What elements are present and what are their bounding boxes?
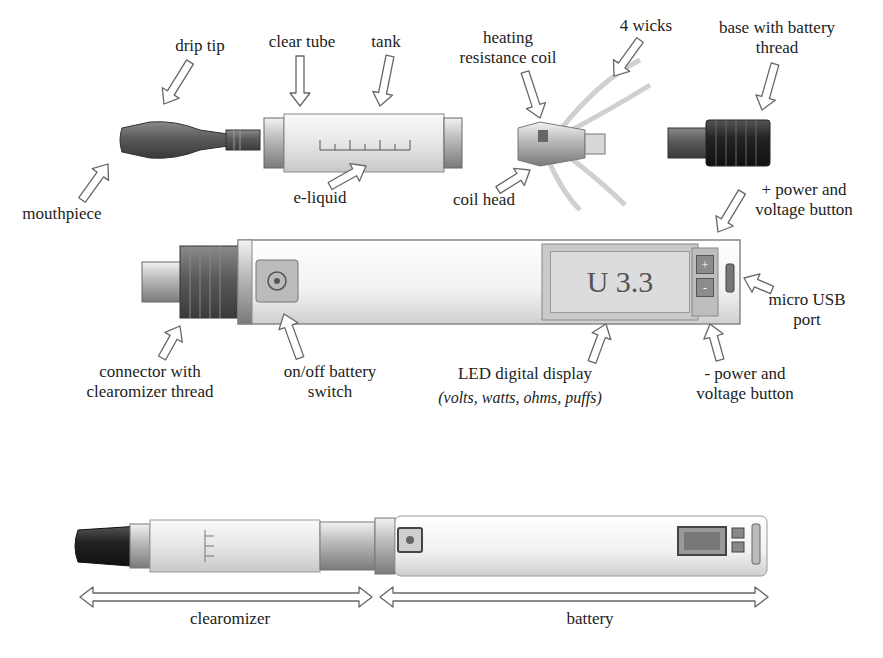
part-label: micro USB port (758, 290, 856, 330)
part-label: + power and voltage button (746, 180, 862, 220)
pointer-arrow (80, 587, 372, 607)
pointer-arrow (380, 587, 768, 607)
pointer-arrow (159, 326, 183, 360)
part-label: e-liquid (282, 188, 358, 208)
part-label: connector with clearomizer thread (62, 362, 238, 402)
part-label: LED digital display (430, 364, 620, 384)
part-label: battery (548, 609, 632, 629)
assembled-device (75, 516, 767, 576)
part-label: (volts, watts, ohms, puffs) (400, 388, 640, 408)
coil-head (518, 60, 650, 210)
part-label: tank (360, 32, 412, 52)
part-label: base with battery thread (716, 18, 838, 58)
pointer-arrow (79, 164, 109, 202)
battery-base (668, 120, 770, 166)
part-label: - power and voltage button (690, 364, 800, 404)
part-label: heating resistance coil (452, 28, 564, 68)
battery-body (142, 240, 740, 324)
pointer-arrow (290, 56, 310, 106)
pointer-arrow (588, 324, 611, 363)
pointer-arrow (162, 60, 193, 104)
part-label: 4 wicks (608, 16, 684, 36)
pointer-arrow (373, 55, 394, 106)
pointer-arrow (704, 324, 724, 361)
drip-tip (120, 122, 260, 159)
node-text: U 3.3 (587, 267, 654, 297)
node-text: - (703, 282, 707, 294)
led-display: U 3.3 (550, 251, 690, 313)
pointer-arrow (521, 71, 545, 118)
node-text: + (702, 259, 709, 271)
clear-tank (264, 114, 462, 172)
part-label: clearomizer (178, 609, 282, 629)
pointer-arrow (716, 190, 745, 232)
part-label: mouthpiece (12, 204, 112, 224)
plus-button: + (696, 255, 714, 274)
part-label: clear tube (252, 32, 352, 52)
pointer-arrow (614, 38, 644, 76)
minus-button: - (696, 278, 714, 297)
pointer-arrow (279, 314, 304, 359)
pointer-arrow (756, 63, 779, 110)
part-label: drip tip (155, 36, 245, 56)
pointer-arrow (496, 168, 530, 193)
pointer-arrow (328, 164, 366, 190)
part-label: on/off battery switch (270, 362, 390, 402)
part-label: coil head (438, 190, 530, 210)
